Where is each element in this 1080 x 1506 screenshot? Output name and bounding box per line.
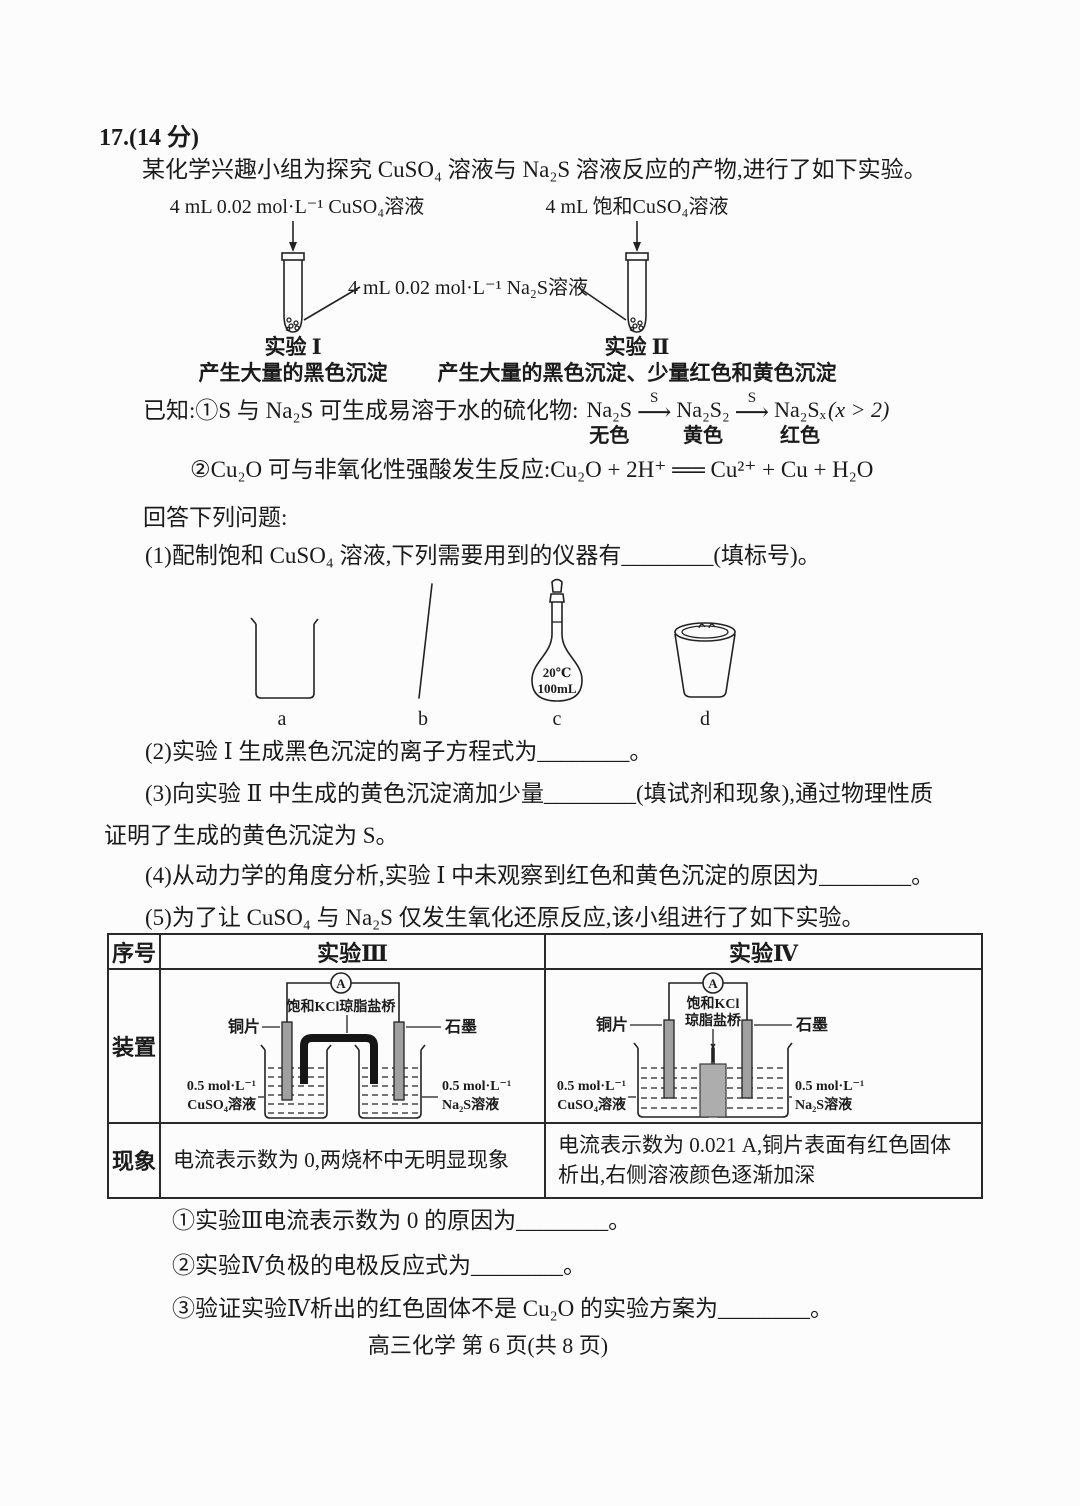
device-cell-exp4: A 饱和KCl 琼脂盐桥 xyxy=(544,968,983,1124)
agar-salt-bridge-slab xyxy=(699,1063,727,1118)
experiment-2-caption: 实验 Ⅱ xyxy=(605,335,670,359)
graphite-label: 石墨 xyxy=(795,1016,828,1034)
question-4: (4)从动力学的角度分析,实验 Ⅰ 中未观察到红色和黄色沉淀的原因为______… xyxy=(145,863,935,888)
down-arrow-icon xyxy=(633,242,641,252)
question-3-line1: (3)向实验 Ⅱ 中生成的黄色沉淀滴加少量________(填试剂和现象),通过… xyxy=(145,781,934,806)
salt-bridge-label: 饱和KCl琼脂盐桥 xyxy=(287,998,397,1015)
beaker-icon xyxy=(250,617,319,699)
left-beaker xyxy=(260,1044,332,1119)
known-facts-line2: ②Cu₂O 可与非氧化性强酸发生反应:Cu₂O + 2H⁺ ══ Cu²⁺ + … xyxy=(190,457,874,482)
question-3-line2: 证明了生成的黄色沉淀为 S。 xyxy=(104,823,399,848)
equipment-label-a: a xyxy=(278,708,287,730)
salt-bridge-u-tube xyxy=(300,1034,378,1084)
ammeter-icon xyxy=(702,972,724,994)
right-beaker xyxy=(354,1044,426,1119)
ammeter-letter: A xyxy=(708,976,718,991)
salt-bridge-label-line1: 饱和KCl xyxy=(687,995,740,1012)
known-facts-line1: 已知:①S 与 Na₂S 可生成易溶于水的硫化物: Na₂S 无色 S⟶ Na₂… xyxy=(143,391,890,448)
reaction-arrow-icon: S⟶ xyxy=(637,390,672,426)
ammeter-letter: A xyxy=(336,976,346,991)
page-footer: 高三化学 第 6 页(共 8 页) xyxy=(367,1333,609,1358)
experiment-2-result: 产生大量的黑色沉淀、少量红色和黄色沉淀 xyxy=(438,361,838,385)
right-solution-name: Na₂S溶液 xyxy=(442,1096,500,1113)
table-header-exp3: 实验Ⅲ xyxy=(159,933,546,970)
salt-bridge-label-line2: 琼脂盐桥 xyxy=(685,1012,742,1029)
down-arrow-icon xyxy=(289,242,297,252)
tube-mid-reagent-label: 4 mL 0.02 mol·L⁻¹ Na₂S溶液 xyxy=(348,276,588,299)
left-solution-name: CuSO₄溶液 xyxy=(187,1096,257,1113)
test-tube-1 xyxy=(281,252,305,333)
known-prefix: 已知:①S 与 Na₂S 可生成易溶于水的硫化物: xyxy=(143,398,579,423)
formula-na2s2: Na₂S₂ xyxy=(676,397,730,422)
phenomenon-exp4: 电流表示数为 0.021 A,铜片表面有红色固体析出,右侧溶液颜色逐渐加深 xyxy=(544,1122,983,1199)
question-1: (1)配制饱和 CuSO₄ 溶液,下列需要用到的仪器有________(填标号)… xyxy=(145,543,821,568)
equipment-label-c: c xyxy=(553,708,562,730)
graphite-electrode xyxy=(741,1019,753,1099)
copper-label: 铜片 xyxy=(596,1015,628,1034)
intro-text: 某化学兴趣小组为探究 CuSO₄ 溶液与 Na₂S 溶液反应的产物,进行了如下实… xyxy=(142,157,927,182)
color-label-red: 红色 xyxy=(780,425,821,448)
flask-volume-label: 100mL xyxy=(538,681,577,696)
left-solution-name: CuSO₄溶液 xyxy=(557,1096,627,1113)
test-tube-2 xyxy=(625,252,649,333)
right-solution-conc: 0.5 mol·L⁻¹ xyxy=(795,1079,864,1094)
copper-electrode xyxy=(281,1021,293,1101)
question-5: (5)为了让 CuSO₄ 与 Na₂S 仅发生氧化还原反应,该小组进行了如下实验… xyxy=(145,905,865,930)
device-cell-exp3: A 饱和KCl琼脂盐桥 xyxy=(159,968,546,1124)
equipment-diagram: a b 20℃ 100mL c d xyxy=(220,576,780,732)
left-beaker xyxy=(633,1042,716,1118)
graphite-label: 石墨 xyxy=(444,1018,477,1036)
glass-rod-icon xyxy=(418,583,433,699)
sulfide-reaction-chain: Na₂S 无色 S⟶ Na₂S₂ 黄色 S⟶ Na₂Sₓ 红色 (x > 2) xyxy=(584,391,890,448)
ammeter-icon xyxy=(330,972,352,994)
crucible-icon xyxy=(674,622,736,698)
right-solution-name: Na₂S溶液 xyxy=(795,1096,853,1113)
formula-na2s: Na₂S xyxy=(586,397,633,422)
tube-diagram: 4 mL 0.02 mol·L⁻¹ CuSO₄溶液 4 mL 饱和CuSO₄溶液 xyxy=(150,196,910,392)
question-2: (2)实验 Ⅰ 生成黑色沉淀的离子方程式为________。 xyxy=(145,739,653,764)
volumetric-flask-icon xyxy=(531,578,583,702)
subquestion-2: ②实验Ⅳ负极的电极反应式为________。 xyxy=(172,1253,586,1278)
graphite-electrode xyxy=(393,1021,405,1101)
copper-label: 铜片 xyxy=(228,1017,260,1036)
tube-right-reagent-label: 4 mL 饱和CuSO₄溶液 xyxy=(546,196,729,218)
right-solution-conc: 0.5 mol·L⁻¹ xyxy=(442,1079,511,1094)
question-number: 17.(14 分) xyxy=(99,125,199,151)
left-solution-conc: 0.5 mol·L⁻¹ xyxy=(187,1079,256,1094)
reaction-arrow-icon: S⟶ xyxy=(734,390,770,426)
answer-prompt: 回答下列问题: xyxy=(143,505,288,530)
equipment-label-b: b xyxy=(418,708,428,730)
equipment-label-d: d xyxy=(700,708,710,730)
table-row-label-device: 装置 xyxy=(107,968,161,1124)
subquestion-1: ①实验Ⅲ电流表示数为 0 的原因为________。 xyxy=(172,1208,632,1233)
color-label-yellow: 黄色 xyxy=(683,425,724,448)
experiment-table: 序号 实验Ⅲ 实验Ⅳ 装置 A 饱和KCl琼脂盐桥 xyxy=(107,933,983,1199)
experiment-1-result: 产生大量的黑色沉淀 xyxy=(199,361,389,385)
experiment-1-caption: 实验 Ⅰ xyxy=(264,335,321,359)
table-row-label-phenomenon: 现象 xyxy=(107,1122,161,1199)
subquestion-3: ③验证实验Ⅳ析出的红色固体不是 Cu₂O 的实验方案为________。 xyxy=(172,1296,833,1321)
phenomenon-exp3: 电流表示数为 0,两烧杯中无明显现象 xyxy=(159,1122,546,1199)
color-label-colorless: 无色 xyxy=(589,425,630,448)
left-solution-conc: 0.5 mol·L⁻¹ xyxy=(557,1079,626,1094)
copper-electrode xyxy=(663,1019,675,1099)
table-header-index: 序号 xyxy=(107,933,161,970)
flask-temp-label: 20℃ xyxy=(543,665,572,680)
x-condition: (x > 2) xyxy=(828,397,890,422)
formula-na2sx: Na₂Sₓ xyxy=(774,397,827,422)
table-header-exp4: 实验Ⅳ xyxy=(544,933,983,970)
tube-left-reagent-label: 4 mL 0.02 mol·L⁻¹ CuSO₄溶液 xyxy=(170,196,424,218)
